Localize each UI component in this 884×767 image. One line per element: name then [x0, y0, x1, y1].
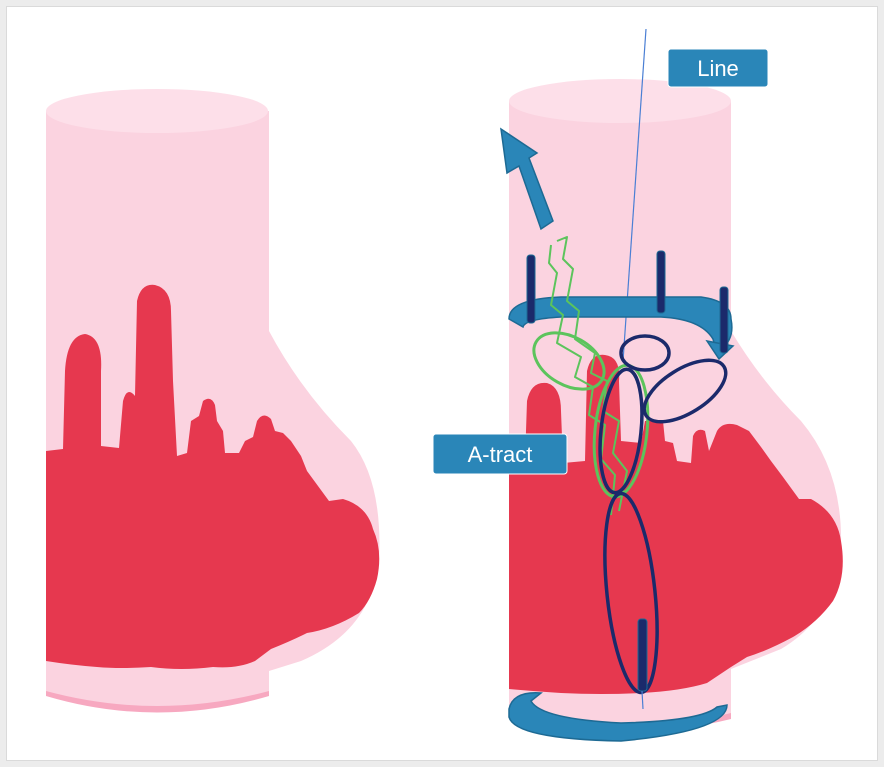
left-cylinder-top	[46, 89, 268, 133]
cuff-pin-middle	[657, 251, 665, 313]
cuff-pin-left	[527, 255, 535, 323]
line-label: Line	[668, 49, 768, 87]
diagram-frame: Line A-tract	[6, 6, 878, 761]
right-model	[509, 79, 843, 733]
bottom-pin	[638, 619, 647, 691]
left-model	[46, 89, 379, 713]
anatomical-diagram: Line A-tract	[7, 7, 879, 762]
line-label-text: Line	[697, 56, 739, 81]
cuff-pin-right	[720, 287, 728, 353]
a-tract-label-text: A-tract	[468, 442, 533, 467]
a-tract-label: A-tract	[433, 434, 567, 474]
